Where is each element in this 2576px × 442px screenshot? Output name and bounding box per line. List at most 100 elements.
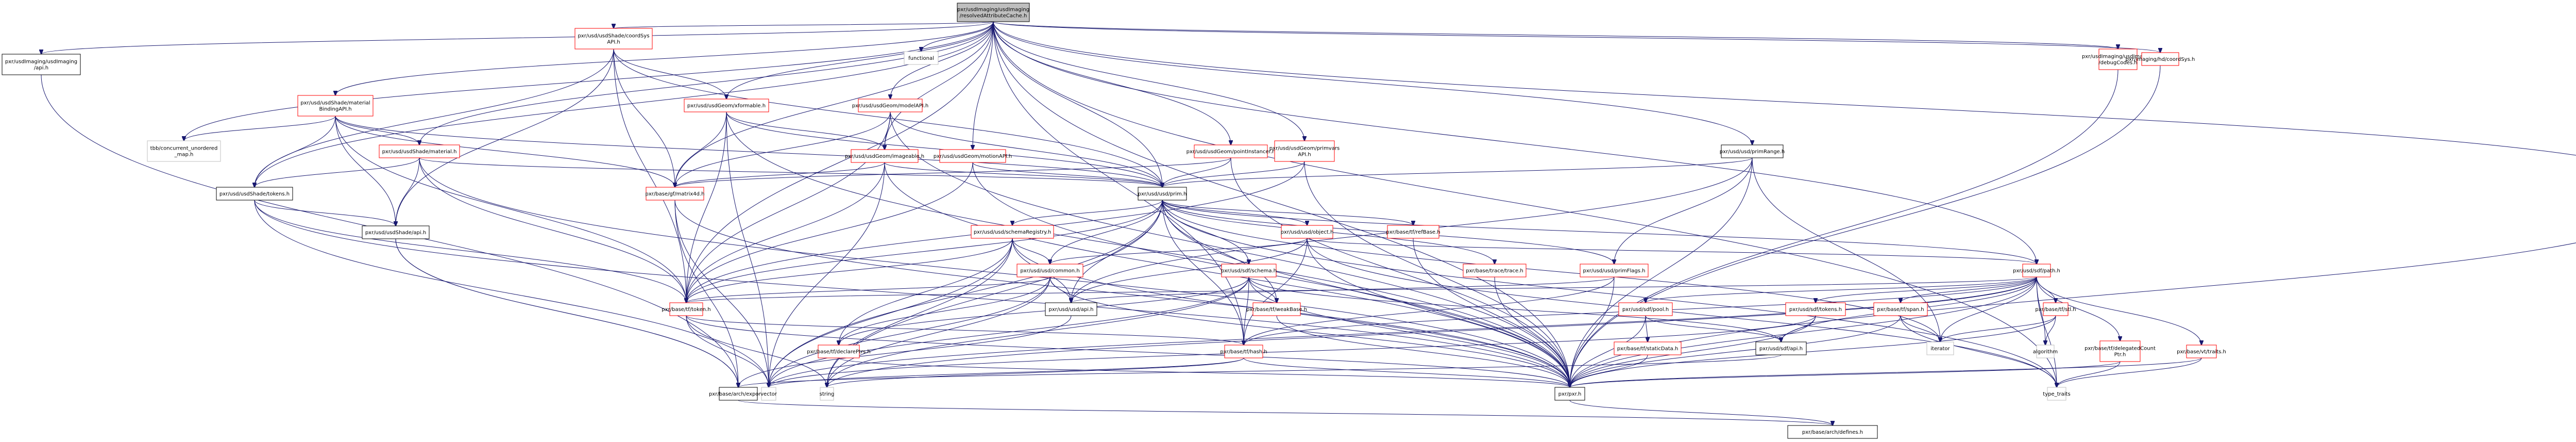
node-imageable[interactable]: pxr/usd/usdGeom/imageable.h (845, 149, 924, 163)
node-label: pxr/base/tf/staticData.h (1617, 346, 1679, 352)
edge-root-to-coordsysapi (614, 21, 994, 28)
node-box (858, 99, 923, 112)
edge-imageable-to-prim (884, 162, 1162, 187)
node-box (1721, 144, 1784, 158)
node-prim[interactable]: pxr/usd/usd/prim.h (1138, 187, 1187, 201)
node-box (1614, 341, 1682, 355)
node-tf_span[interactable]: pxr/base/tf/span.h (1873, 302, 1928, 316)
node-schemaregistry[interactable]: pxr/usd/usd/schemaRegistry.h (971, 225, 1054, 239)
node-arch_export[interactable]: pxr/base/arch/export.h (709, 387, 768, 401)
node-box (2098, 48, 2138, 70)
node-label: pxr/usd/usdShade/coordSys (578, 34, 649, 39)
node-debugcodes[interactable]: pxr/usdImaging/usdImaging/debugCodes.h (2082, 48, 2154, 70)
node-arch_defines[interactable]: pxr/base/arch/defines.h (1787, 425, 1878, 439)
node-box (818, 345, 860, 358)
edge-root-to-prim (993, 21, 1162, 187)
node-modelapi[interactable]: pxr/usd/usdGeom/modelAPI.h (852, 99, 929, 112)
edge-trace-to-pxr (1494, 276, 1570, 387)
node-sdf_schema[interactable]: pxr/usd/sdf/schema.h (1221, 264, 1277, 277)
edge-shade_api2-to-arch_export (395, 238, 738, 387)
node-trace[interactable]: pxr/base/trace/trace.h (1463, 264, 1527, 277)
node-pointinstancer[interactable]: pxr/usd/usdGeom/pointInstancer.h (1187, 144, 1276, 158)
node-shade_api[interactable]: pxr/usd/usdShade/api.h (362, 225, 430, 239)
node-primflags[interactable]: pxr/usd/usd/primFlags.h (1580, 264, 1649, 277)
node-vector[interactable]: vector (760, 387, 777, 401)
node-weakbase[interactable]: pxr/base/tf/weakBase.h (1246, 302, 1307, 316)
node-label: pxr/usd/usd/primFlags.h (1583, 268, 1646, 274)
node-material[interactable]: pxr/usd/usdShade/material.h (379, 144, 460, 158)
node-algorithm[interactable]: algorithm (2033, 345, 2058, 358)
node-staticdata[interactable]: pxr/base/tf/staticData.h (1614, 341, 1682, 355)
edge-tf_hash-to-vector (769, 357, 1244, 387)
node-root[interactable]: pxr/usdImaging/usdImaging/resolvedAttrib… (957, 3, 1030, 22)
node-box (1618, 302, 1673, 316)
edge-usd_object-to-usd_api (1071, 238, 1308, 303)
node-usdimaging_api[interactable]: pxr/usdImaging/usdImaging/api.h (2, 54, 81, 75)
node-pxr[interactable]: pxr/pxr.h (1554, 387, 1585, 401)
node-usd_api[interactable]: pxr/usd/usd/api.h (1045, 302, 1097, 316)
node-box (1785, 302, 1846, 316)
node-box (2043, 302, 2069, 316)
edge-sdf_path-to-sdf_tokens (1816, 276, 2037, 303)
node-box (147, 140, 221, 162)
edge-xformable-to-pxr (726, 111, 1570, 387)
edge-arch_export-to-arch_defines (738, 400, 1833, 425)
edge-shade_tokens-to-pxr (254, 200, 1570, 387)
node-box (2047, 387, 2066, 401)
node-label: Ptr.h (2114, 352, 2126, 358)
node-declareptrs[interactable]: pxr/base/tf/declarePtrs.h (807, 345, 871, 358)
node-usd_common[interactable]: pxr/usd/usd/common.h (1016, 264, 1083, 277)
node-label: pxr/usd/usdShade/material (300, 101, 370, 106)
node-vt_traits[interactable]: pxr/base/vt/traits.h (2177, 345, 2226, 358)
edge-prim-to-refbase (1162, 200, 1413, 225)
node-sdf_path[interactable]: pxr/usd/sdf/path.h (2013, 264, 2060, 277)
edge-usd_common-to-vector (769, 276, 1050, 387)
edge-usd_object-to-type_traits (1307, 238, 2057, 387)
node-label: pxr/base/tf/hash.h (1220, 349, 1267, 355)
node-tbb_cum[interactable]: tbb/concurrent_unordered_map.h (147, 140, 221, 162)
node-label: pxr/base/tf/weakBase.h (1246, 307, 1307, 313)
node-string[interactable]: string (820, 387, 835, 401)
edge-delegatedcountptr-to-pxr (1570, 361, 2121, 387)
edge-root-to-functional (921, 21, 994, 52)
node-usd_object[interactable]: pxr/usd/usd/object.h (1281, 225, 1334, 239)
node-sdf_tokens[interactable]: pxr/usd/sdf/tokens.h (1785, 302, 1846, 316)
node-functional[interactable]: functional (904, 51, 939, 65)
node-tf_hash[interactable]: pxr/base/tf/hash.h (1220, 345, 1267, 358)
edge-root-to-type_traits (993, 21, 2057, 387)
node-label: pxr/base/tf/declarePtrs.h (807, 349, 871, 355)
node-label: pxr/usd/usdGeom/pointInstancer.h (1187, 149, 1276, 155)
node-hd_coordsys[interactable]: pxr/imaging/hd/coordSys.h (2126, 52, 2195, 66)
node-tf_token[interactable]: pxr/base/tf/token.h (662, 302, 711, 316)
node-iterator[interactable]: iterator (1926, 341, 1954, 355)
node-label: API.h (607, 40, 620, 45)
node-box (1463, 264, 1527, 277)
node-tf_stl[interactable]: pxr/base/tf/stl.h (2035, 302, 2076, 316)
edge-debugcodes-to-pxr (1570, 69, 2119, 387)
node-label: algorithm (2033, 349, 2058, 355)
edge-root-to-sdf_path (993, 21, 2037, 264)
edge-prim-to-pxr (1162, 200, 1570, 387)
node-box (1755, 341, 1807, 355)
node-xformable[interactable]: pxr/usd/usdGeom/xformable.h (684, 99, 769, 112)
node-sdf_api[interactable]: pxr/usd/sdf/api.h (1755, 341, 1807, 355)
node-motionapi[interactable]: pxr/usd/usdGeom/motionAPI.h (934, 149, 1012, 163)
node-sdf_pool[interactable]: pxr/usd/sdf/pool.h (1618, 302, 1673, 316)
node-type_traits[interactable]: type_traits (2043, 387, 2071, 401)
node-primrange[interactable]: pxr/usd/usd/primRange.h (1720, 144, 1785, 158)
edge-matrix4d-to-arch_export (674, 200, 738, 387)
node-shade_tokens[interactable]: pxr/usd/usdShade/tokens.h (216, 187, 293, 201)
node-label: pxr/usd/usd/common.h (1020, 268, 1079, 274)
node-refbase[interactable]: pxr/base/tf/refBase.h (1386, 225, 1440, 239)
edge-usd_object-to-pxr (1307, 238, 1570, 387)
node-label: pxr/usdImaging/usdImaging (957, 7, 1029, 13)
edge-sdf_path-to-pxr (1570, 276, 2037, 387)
edge-weakbase-to-pxr (1276, 315, 1570, 387)
edge-usd_api-to-arch_export (738, 315, 1072, 387)
node-matrix4d[interactable]: pxr/base/gf/matrix4d.h (645, 187, 705, 201)
node-label: string (820, 391, 835, 397)
